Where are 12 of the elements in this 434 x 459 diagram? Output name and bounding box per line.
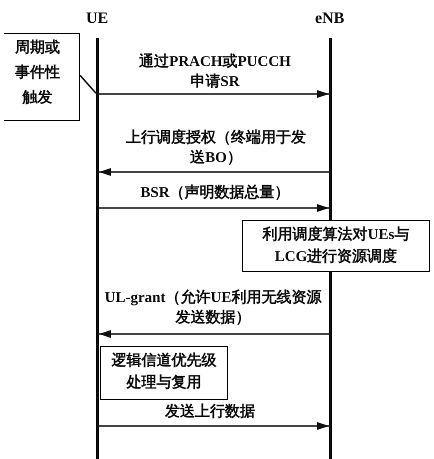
arrow [99,422,329,430]
arrow [99,204,329,212]
leader-line [79,74,97,94]
lifeline [96,38,99,459]
participant-name: eNB [315,10,344,28]
process-box: 利用调度算法对UEs与LCG进行资源调度 [242,220,430,272]
participant-name: UE [86,10,108,28]
process-box: 逻辑信道优先级处理与复用 [100,346,228,400]
arrow [99,168,329,176]
bracket-note: 周期或事件性触发 [4,33,80,121]
arrow [99,90,329,98]
arrow [99,330,329,338]
